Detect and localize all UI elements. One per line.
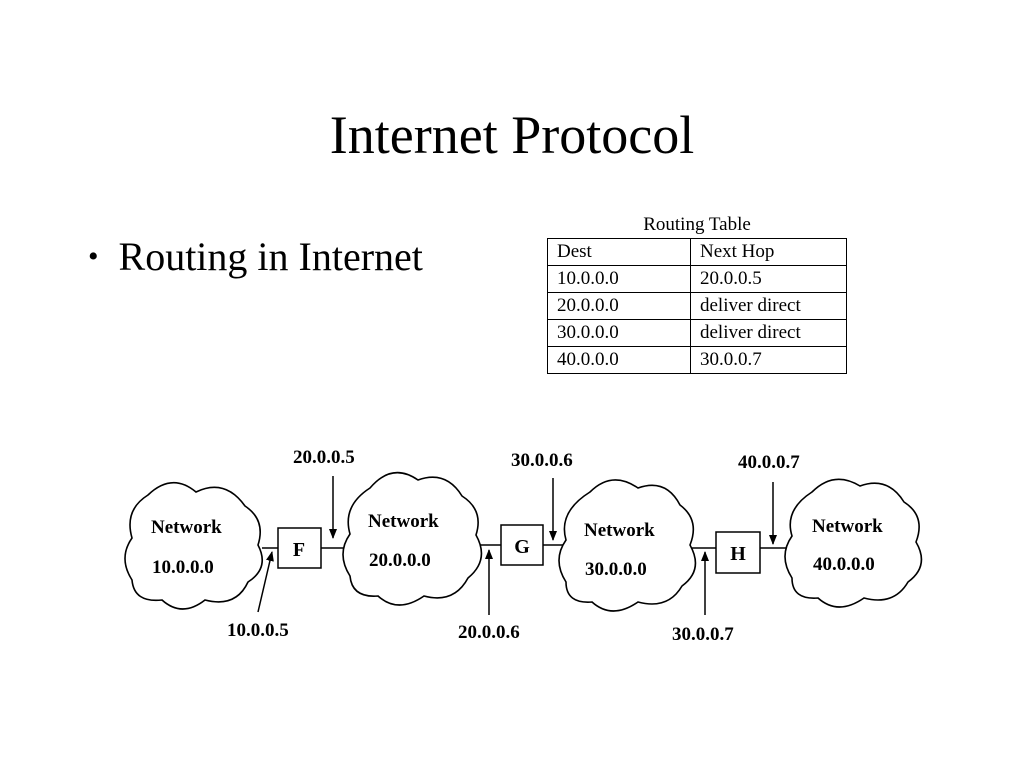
network-cloud	[124, 481, 264, 610]
router-label-h: H	[730, 543, 746, 565]
router-box	[715, 531, 761, 574]
table-row: 40.0.0.0 30.0.0.7	[547, 346, 847, 374]
interface-label: 30.0.0.6	[511, 450, 573, 471]
router-label-f: F	[293, 539, 305, 561]
table-cell-next-hop: deliver direct	[690, 319, 847, 347]
table-cell-next-hop: 30.0.0.7	[690, 346, 847, 374]
table-cell-next-hop: 20.0.0.5	[690, 265, 847, 293]
header-cell-dest: Dest	[547, 238, 691, 266]
table-header-row: Dest Next Hop	[547, 238, 847, 266]
interface-label: 20.0.0.6	[458, 622, 520, 643]
network-address: 40.0.0.0	[813, 554, 875, 575]
interface-label: 10.0.0.5	[227, 620, 289, 641]
interface-label: 40.0.0.7	[738, 452, 800, 473]
network-links	[262, 544, 790, 549]
network-cloud	[558, 479, 697, 612]
network-label: Network	[151, 517, 222, 538]
network-address: 30.0.0.0	[585, 559, 647, 580]
table-cell-dest: 10.0.0.0	[547, 265, 691, 293]
router-box	[277, 527, 322, 569]
bullet-item: • Routing in Internet	[88, 232, 423, 282]
bullet-dot-icon: •	[88, 240, 99, 273]
network-address: 20.0.0.0	[369, 550, 431, 571]
routing-table: Dest Next Hop 10.0.0.0 20.0.0.5 20.0.0.0…	[547, 238, 847, 374]
interface-arrows	[257, 476, 777, 615]
routing-table-caption: Routing Table	[643, 214, 751, 235]
network-label: Network	[812, 516, 883, 537]
slide-title: Internet Protocol	[329, 105, 695, 165]
table-cell-dest: 40.0.0.0	[547, 346, 691, 374]
table-row: 10.0.0.0 20.0.0.5	[547, 265, 847, 293]
network-cloud	[784, 478, 923, 608]
router-label-g: G	[514, 536, 530, 558]
network-cloud	[342, 471, 483, 606]
network-label: Network	[584, 520, 655, 541]
router-box	[500, 524, 544, 566]
table-cell-dest: 20.0.0.0	[547, 292, 691, 320]
interface-label: 30.0.0.7	[672, 624, 734, 645]
network-address: 10.0.0.0	[152, 557, 214, 578]
network-label: Network	[368, 511, 439, 532]
interface-label: 20.0.0.5	[293, 447, 355, 468]
bullet-text: Routing in Internet	[118, 234, 423, 279]
